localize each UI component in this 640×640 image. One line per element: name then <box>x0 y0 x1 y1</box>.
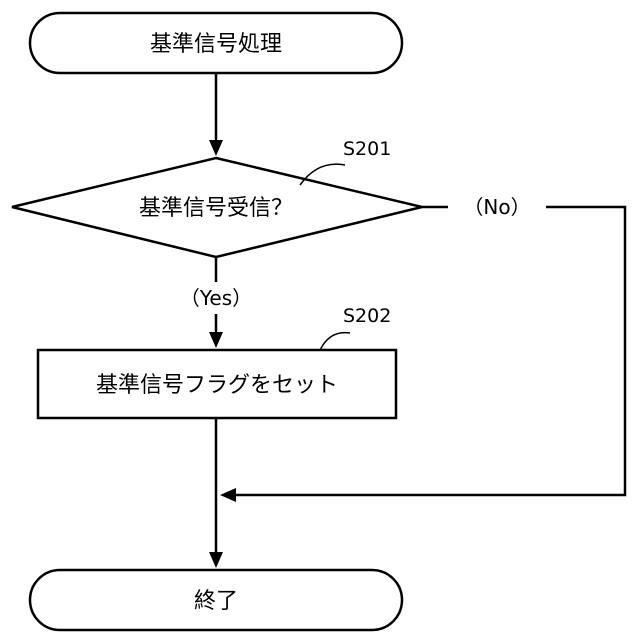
process-step-leader <box>320 333 350 350</box>
edge-start-to-decision <box>209 73 223 156</box>
end-node: 終了 <box>30 570 402 630</box>
arrowhead-left <box>220 488 236 502</box>
decision-label: 基準信号受信？ <box>139 196 293 221</box>
edge-yes-branch: （Yes） <box>180 257 252 348</box>
end-label: 終了 <box>194 589 238 614</box>
process-label: 基準信号フラグをセット <box>96 373 338 398</box>
edge-process-to-end <box>209 418 223 568</box>
arrowhead-down <box>209 140 223 156</box>
arrowhead-down <box>209 552 223 568</box>
yes-label: （Yes） <box>180 286 252 310</box>
process-step-id: S202 <box>343 305 391 327</box>
arrowhead-down <box>209 332 223 348</box>
start-label: 基準信号処理 <box>150 32 282 57</box>
decision-node: 基準信号受信？ S201 <box>12 138 422 257</box>
no-label: （No） <box>463 195 530 219</box>
start-node: 基準信号処理 <box>30 13 402 73</box>
decision-step-id: S201 <box>343 138 391 160</box>
